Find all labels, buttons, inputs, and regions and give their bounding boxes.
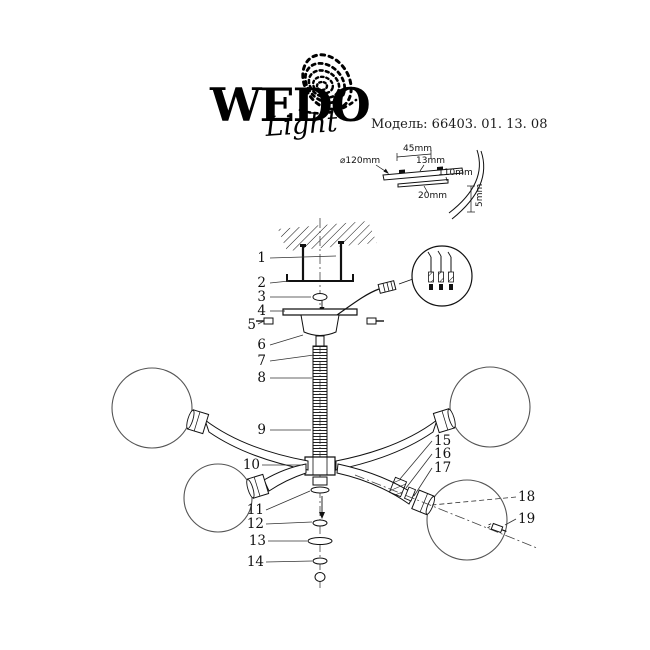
part-label-13: 13 <box>249 533 266 549</box>
part-label-11: 11 <box>247 502 264 518</box>
part-label-15: 15 <box>434 433 451 449</box>
socket-upper-left <box>185 409 209 434</box>
plate-stud-left <box>399 169 405 174</box>
ceiling-hatch <box>278 221 377 251</box>
mount-plate-section <box>383 168 463 180</box>
part-label-10: 10 <box>243 457 260 473</box>
part-label-12: 12 <box>247 516 264 532</box>
shade-screw <box>488 522 508 534</box>
dim-13mm: 13mm <box>416 156 445 166</box>
part-label-6: 6 <box>257 337 266 353</box>
down-arrow-bottom <box>319 512 325 519</box>
lamp-holder-sleeve <box>405 487 416 501</box>
dim-diameter-120mm: ⌀120mm <box>340 156 380 166</box>
dimension-inset: 45mm 13mm 110mm 20mm ⌀120mm 5mm <box>340 144 485 219</box>
brand-script-text: Light <box>263 107 338 143</box>
canopy-profile-arc-inner <box>449 150 479 213</box>
bottom-washer <box>313 558 327 564</box>
part-label-7: 7 <box>257 353 266 369</box>
terminal-detail-callout <box>412 246 472 306</box>
leader-lines <box>258 256 516 562</box>
part-labels-left: 1 2 3 4 5 6 7 8 9 10 11 12 13 14 <box>243 250 266 570</box>
arm-axis-dashline <box>355 475 537 548</box>
canopy-dome <box>301 315 339 336</box>
shade-upper-right <box>450 367 530 447</box>
shades <box>112 367 530 560</box>
part-labels-right: 15 16 17 18 19 <box>434 433 535 527</box>
dim-5mm: 5mm <box>475 184 485 207</box>
part-label-1: 1 <box>257 250 266 266</box>
mounting-hardware <box>256 241 384 336</box>
dim-20mm: 20mm <box>418 191 447 201</box>
mount-bracket <box>287 274 353 281</box>
bottom-disc <box>308 538 332 545</box>
mount-nut <box>313 294 327 301</box>
bottom-stem <box>308 477 332 582</box>
side-screw-right <box>367 318 376 324</box>
sockets <box>185 408 457 516</box>
part-label-4: 4 <box>257 303 266 319</box>
lamp-holder-clamp <box>389 477 406 496</box>
shade-lower-left <box>184 464 252 532</box>
terminal-pins <box>428 251 454 290</box>
column-neck <box>316 336 324 346</box>
part-label-5: 5 <box>247 317 256 333</box>
arm-hub <box>305 457 335 475</box>
dim-45mm: 45mm <box>403 144 432 154</box>
part-label-19: 19 <box>518 511 535 527</box>
canopy-plate <box>283 309 357 315</box>
part-label-14: 14 <box>247 554 264 570</box>
model-text: Модель: 66403. 01. 13. 08 <box>371 117 547 132</box>
brand-text: WEDO <box>209 78 370 132</box>
stem-collar <box>313 520 327 526</box>
canopy-profile-arc <box>452 151 484 219</box>
part-label-9: 9 <box>257 422 266 438</box>
column-coil <box>313 346 327 458</box>
supply-wire <box>337 289 379 315</box>
wiring <box>337 246 472 315</box>
central-column <box>305 336 335 475</box>
shade-upper-left <box>112 368 192 448</box>
part-label-3: 3 <box>257 289 266 305</box>
part-label-8: 8 <box>257 370 266 386</box>
stem-bushing <box>313 477 327 485</box>
mount-bar-section <box>398 180 448 188</box>
part-label-18: 18 <box>518 489 535 505</box>
dim-110mm: 110mm <box>438 168 473 178</box>
wire-connector <box>378 281 396 294</box>
stem-ring <box>311 487 329 493</box>
logo-spiral-icon <box>293 46 361 119</box>
logo: WEDO Light Модель: 66403. 01. 13. 08 <box>209 46 547 143</box>
socket-upper-right <box>433 408 457 433</box>
arm-upper-right <box>336 420 437 470</box>
plate-stud-right <box>437 166 443 171</box>
arm-upper-left <box>205 420 308 470</box>
part-label-16: 16 <box>434 446 451 462</box>
socket-lower-left <box>245 474 269 499</box>
arm-lower-left <box>264 464 306 491</box>
finial <box>315 573 325 582</box>
shade-lower-right <box>427 480 507 560</box>
part-label-17: 17 <box>434 460 451 476</box>
part-label-2: 2 <box>257 275 266 291</box>
